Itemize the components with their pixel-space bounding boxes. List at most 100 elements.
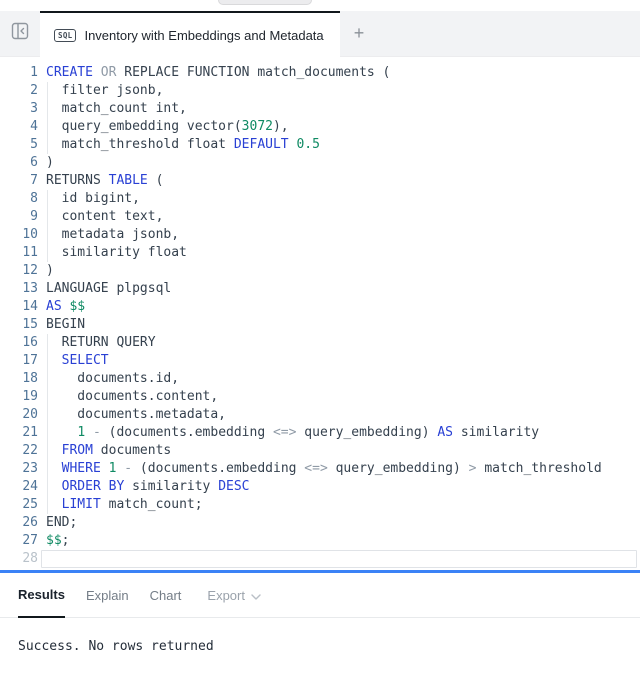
code-text: AS $$ [46,299,86,314]
line-number: 6 [30,155,38,170]
code-line[interactable]: 24 ORDER BY similarity DESC [0,478,640,496]
tab-explain[interactable]: Explain [85,587,129,603]
code-line[interactable]: 3 match_count int, [0,100,640,118]
line-number: 12 [22,263,38,278]
code-line[interactable]: 5 match_threshold float DEFAULT 0.5 [0,136,640,154]
tab-bar: SQL Inventory with Embeddings and Metada… [0,11,640,57]
top-strip [0,0,640,11]
code-text: 1 - (documents.embedding <=> query_embed… [77,425,540,440]
indent-guide [47,226,48,244]
code-line[interactable]: 22 FROM documents [0,442,640,460]
export-dropdown-button[interactable]: Export [207,573,261,617]
line-number: 19 [22,389,38,404]
indent-guide [47,118,48,136]
code-line[interactable]: 11 similarity float [0,244,640,262]
code-text: ) [46,263,54,278]
code-line[interactable]: 17 SELECT [0,352,640,370]
code-text: RETURN QUERY [46,335,156,350]
code-line[interactable]: 10 metadata jsonb, [0,226,640,244]
code-editor[interactable]: 1 CREATE OR REPLACE FUNCTION match_docume… [0,57,640,570]
code-line[interactable]: 6) [0,154,640,172]
code-line[interactable]: 28 [0,550,640,568]
tab-results[interactable]: Results [18,573,65,618]
line-number: 24 [22,479,38,494]
line-number: 15 [22,317,38,332]
line-number: 18 [22,371,38,386]
indent-guide [47,442,48,460]
indent-guide [47,244,48,262]
indent-guide [47,478,48,496]
line-number: 2 [30,83,38,98]
code-line[interactable]: 21 1 - (documents.embedding <=> query_em… [0,424,640,442]
code-line[interactable]: 2 filter jsonb, [0,82,640,100]
line-number: 22 [22,443,38,458]
line-number: 16 [22,335,38,350]
line-number: 7 [30,173,38,188]
plus-icon: + [353,23,365,43]
tab-title: Inventory with Embeddings and Metadata [84,27,324,43]
indent-guide [47,82,48,100]
query-status-message: Success. No rows returned [18,639,214,654]
collapse-sidebar-button[interactable] [0,11,40,56]
indent-guide [47,496,48,514]
line-number: 1 [30,65,38,80]
indent-guide [47,100,48,118]
code-text: RETURNS TABLE ( [46,173,164,188]
top-overflow-pill [218,0,312,5]
line-number: 3 [30,101,38,116]
line-number: 17 [22,353,38,368]
new-tab-button[interactable]: + [340,11,378,56]
line-number: 8 [30,191,38,206]
indent-guide [47,334,48,352]
code-text: WHERE 1 - (documents.embedding <=> query… [61,461,602,476]
code-line[interactable]: 20 documents.metadata, [0,406,640,424]
code-line[interactable]: 18 documents.id, [0,370,640,388]
line-number: 10 [22,227,38,242]
code-line[interactable]: 25 LIMIT match_count; [0,496,640,514]
code-line[interactable]: 8 id bigint, [0,190,640,208]
code-line[interactable]: 16 RETURN QUERY [0,334,640,352]
code-line[interactable]: 23 WHERE 1 - (documents.embedding <=> qu… [0,460,640,478]
indent-guide [47,136,48,154]
line-number: 20 [22,407,38,422]
tab-active-sql-query[interactable]: SQL Inventory with Embeddings and Metada… [40,11,340,57]
code-line[interactable]: 7 RETURNS TABLE ( [0,172,640,190]
indent-guide [47,424,48,442]
code-text: documents.metadata, [46,407,227,422]
code-text: LIMIT match_count; [61,497,203,512]
line-number: 9 [30,209,38,224]
code-text: match_count int, [46,101,187,116]
code-text: CREATE OR REPLACE FUNCTION match_documen… [46,65,391,80]
line-number: 11 [22,245,38,260]
code-text: metadata jsonb, [46,227,180,242]
results-panel: Results Explain Chart Export Success. No… [0,573,640,676]
export-label: Export [207,587,245,603]
code-text: similarity float [46,245,187,260]
sql-badge-icon: SQL [54,28,77,42]
code-text: match_threshold float DEFAULT 0.5 [46,137,320,152]
code-line[interactable]: 13 LANGUAGE plpgsql [0,280,640,298]
line-number: 13 [22,281,38,296]
code-text: $$; [46,533,70,548]
panel-resize-splitter[interactable] [0,570,640,573]
code-text: LANGUAGE plpgsql [46,281,172,296]
code-text: filter jsonb, [46,83,164,98]
code-line[interactable]: 27$$; [0,532,640,550]
code-line[interactable]: 4 query_embedding vector(3072), [0,118,640,136]
code-text: SELECT [61,353,109,368]
line-number: 14 [22,299,38,314]
indent-guide [47,352,48,370]
code-line[interactable]: 14 AS $$ [0,298,640,316]
code-line[interactable]: 12) [0,262,640,280]
code-text: FROM documents [61,443,172,458]
indent-guide [47,460,48,478]
code-line[interactable]: 19 documents.content, [0,388,640,406]
tab-chart[interactable]: Chart [149,587,182,603]
code-text: query_embedding vector(3072), [46,119,289,134]
code-line[interactable]: 1 CREATE OR REPLACE FUNCTION match_docume… [0,64,640,82]
indent-guide [47,370,48,388]
code-line[interactable]: 9 content text, [0,208,640,226]
